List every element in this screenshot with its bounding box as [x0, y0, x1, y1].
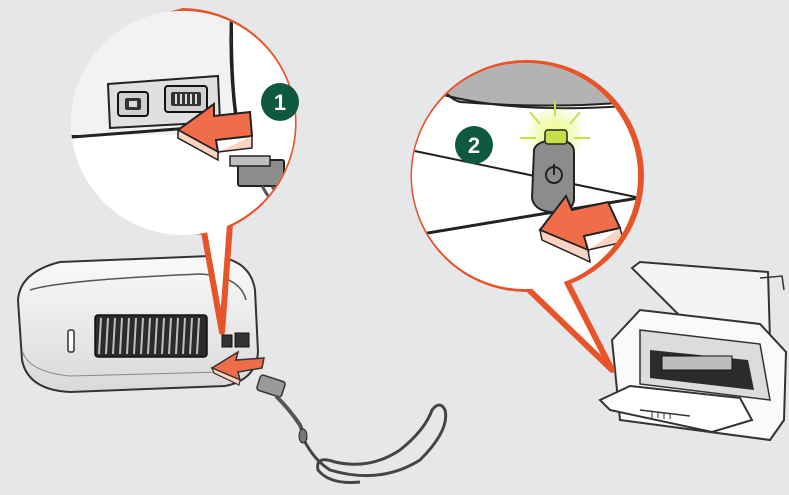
step-number-2: 2	[468, 133, 480, 158]
usb-port-icon	[117, 91, 149, 117]
printer-rear-view	[16, 254, 260, 394]
small-insert-arrow	[210, 350, 265, 386]
rear-vents	[94, 314, 208, 358]
callout-step-2: 2	[410, 59, 644, 373]
power-symbol-icon	[545, 164, 563, 184]
callout-step-1: 1	[71, 8, 299, 335]
step-badge-2: 2	[455, 126, 493, 164]
step-number-1: 1	[274, 90, 286, 115]
press-arrow-step-2	[538, 194, 625, 264]
usb-cable	[256, 374, 448, 484]
step-badge-1: 1	[261, 83, 299, 121]
power-button	[530, 129, 575, 214]
power-light-rays	[520, 100, 590, 139]
parallel-port-icon	[164, 85, 208, 113]
printer-front-view	[598, 260, 788, 442]
insert-arrow-step-1	[176, 102, 254, 162]
